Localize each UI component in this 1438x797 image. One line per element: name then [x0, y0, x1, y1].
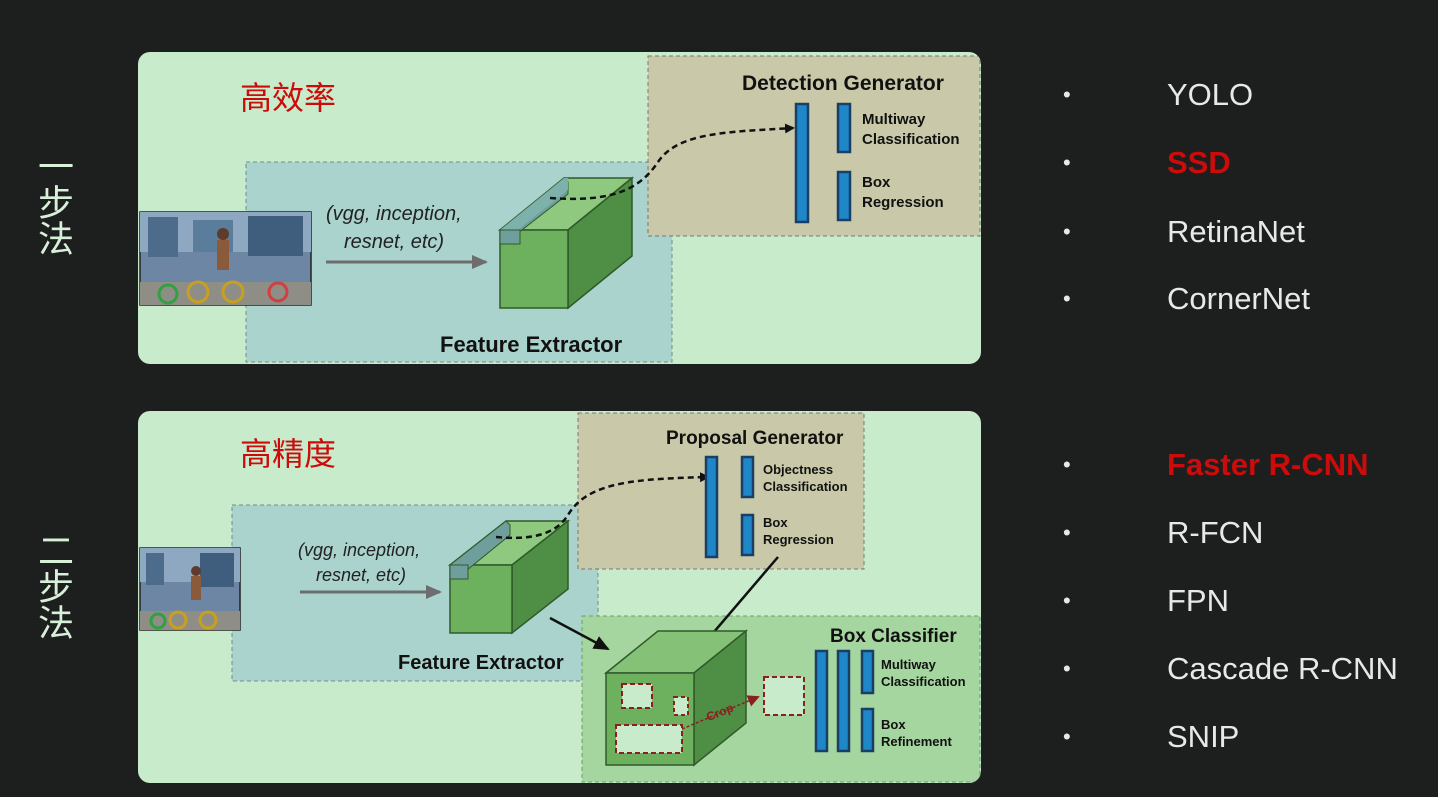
- input-image: [139, 547, 241, 631]
- bullet-dot: •: [1063, 724, 1071, 749]
- method-item: • RetinaNet: [1060, 212, 1430, 252]
- one-stage-title: 高效率: [240, 79, 336, 117]
- bullet-dot: •: [1063, 82, 1071, 107]
- one-stage-diagram: (vgg, inception, resnet, etc) Feature Ex…: [138, 52, 981, 364]
- multiway-label-2: Classification: [862, 131, 960, 148]
- method-label: CornerNet: [1167, 281, 1310, 316]
- proposal-feature-bar: [704, 455, 719, 559]
- method-item: • SNIP: [1060, 717, 1430, 757]
- classifier-cube: [603, 629, 749, 767]
- bullet-dot: •: [1063, 588, 1071, 613]
- feature-to-proposal-arrow: [495, 472, 710, 540]
- proposal-generator-label: Proposal Generator: [666, 428, 844, 449]
- proposal-generator-region: [577, 412, 865, 570]
- multiway-label-1: Multiway: [862, 111, 926, 128]
- feature-bar: [794, 102, 810, 224]
- class-bar: [836, 102, 852, 154]
- classifier-multiway-1: Multiway: [881, 657, 937, 672]
- proposal-regression-bar: [740, 513, 755, 557]
- classifier-multiway-2: Classification: [881, 674, 966, 689]
- method-item: • FPN: [1060, 581, 1430, 621]
- method-label: RetinaNet: [1167, 214, 1305, 249]
- method-label: SNIP: [1167, 719, 1240, 754]
- objectness-bar: [740, 455, 755, 499]
- proposal-box-label-1: Box: [763, 515, 788, 530]
- method-label: FPN: [1167, 583, 1229, 618]
- two-stage-title: 高精度: [240, 435, 336, 473]
- method-item: • YOLO: [1060, 75, 1430, 115]
- method-label: R-FCN: [1167, 515, 1264, 550]
- input-image: [139, 211, 312, 306]
- method-label: SSD: [1167, 145, 1231, 180]
- detection-generator-region: [647, 55, 981, 237]
- bullet-dot: •: [1063, 150, 1071, 175]
- backbones-text-1: (vgg, inception,: [326, 203, 462, 225]
- refinement-label-1: Box: [881, 717, 906, 732]
- classifier-bar-1: [814, 649, 829, 753]
- feature-cube: [447, 519, 571, 635]
- regression-bar: [836, 170, 852, 222]
- method-label: Faster R-CNN: [1167, 447, 1369, 482]
- one-stage-label: 一步法: [32, 148, 73, 256]
- feature-to-classifier-arrow: [549, 616, 610, 651]
- backbones-text-2: resnet, etc): [344, 231, 444, 253]
- detection-generator-label: Detection Generator: [742, 72, 944, 95]
- objectness-label-1: Objectness: [763, 462, 833, 477]
- classifier-bar-2: [836, 649, 851, 753]
- bullet-dot: •: [1063, 286, 1071, 311]
- method-item: • Cascade R-CNN: [1060, 649, 1430, 689]
- method-item: • R-FCN: [1060, 513, 1430, 553]
- method-label: Cascade R-CNN: [1167, 651, 1398, 686]
- backbones-text-2: resnet, etc): [316, 565, 406, 585]
- proposal-box-label-2: Regression: [763, 532, 834, 547]
- objectness-label-2: Classification: [763, 479, 848, 494]
- feature-cube: [497, 176, 635, 310]
- backbones-text-1: (vgg, inception,: [298, 540, 420, 560]
- method-item: • SSD: [1060, 143, 1430, 183]
- box-label-1: Box: [862, 174, 891, 191]
- refinement-bar: [860, 707, 875, 753]
- box-label-2: Regression: [862, 194, 944, 211]
- cropped-region: [763, 676, 805, 716]
- method-label: YOLO: [1167, 77, 1254, 112]
- two-stage-diagram: (vgg, inception, resnet, etc) Feature Ex…: [138, 411, 981, 783]
- two-stage-label: 二步法: [32, 532, 73, 640]
- feature-to-detector-arrow: [549, 123, 795, 201]
- feature-extractor-label: Feature Extractor: [440, 332, 623, 357]
- bullet-dot: •: [1063, 656, 1071, 681]
- feature-extractor-label: Feature Extractor: [398, 652, 564, 674]
- box-classifier-label: Box Classifier: [830, 626, 957, 647]
- bullet-dot: •: [1063, 520, 1071, 545]
- crop-arrow: [681, 695, 760, 730]
- method-item: • Faster R-CNN: [1060, 445, 1430, 485]
- multiway-bar: [860, 649, 875, 695]
- refinement-label-2: Refinement: [881, 734, 952, 749]
- bullet-dot: •: [1063, 219, 1071, 244]
- method-item: • CornerNet: [1060, 279, 1430, 319]
- bullet-dot: •: [1063, 452, 1071, 477]
